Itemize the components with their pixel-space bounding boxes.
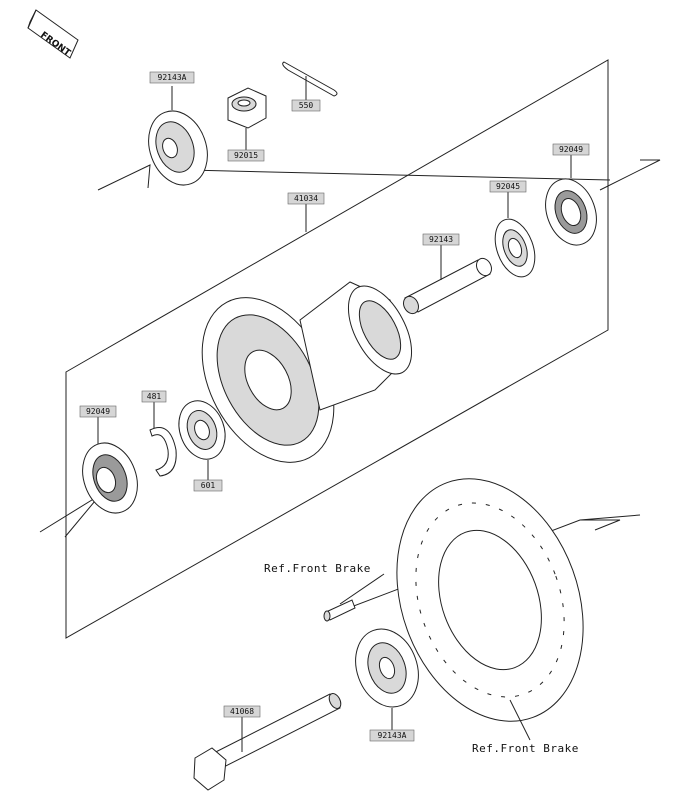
axle-41068 [193,693,342,791]
ref-front-brake-bolt: Ref.Front Brake [264,562,385,605]
svg-text:481: 481 [147,392,162,401]
svg-text:601: 601 [201,481,216,490]
label-481: 481 [141,390,167,428]
svg-text:92045: 92045 [496,182,520,191]
svg-text:92143: 92143 [429,235,453,244]
label-550: 550 [291,76,321,112]
cotter-pin-550 [282,61,338,97]
collar-92143 [403,257,492,315]
label-92049-right: 92049 [552,143,590,178]
svg-text:92049: 92049 [86,407,110,416]
label-92143a-bottom: 92143A [369,708,415,742]
hub-41034 [201,281,413,463]
ref-front-brake-disc: Ref.Front Brake [472,699,579,755]
label-41068: 41068 [223,705,261,752]
brake-disc [396,478,584,722]
assembly-frame [65,59,609,639]
oil-seal-92049-left [82,442,138,514]
label-92143: 92143 [422,233,460,280]
svg-text:Ref.Front Brake: Ref.Front Brake [472,742,579,755]
label-92015: 92015 [227,128,265,162]
svg-text:92143A: 92143A [158,73,187,82]
front-arrow-icon: FRONT [27,9,79,59]
label-41034: 41034 [287,192,325,232]
svg-text:41034: 41034 [294,194,318,203]
label-92049-left: 92049 [79,405,117,444]
nut-92015 [227,87,267,129]
svg-text:550: 550 [299,101,314,110]
circlip-481 [149,427,177,477]
washer-92143a-top [148,110,208,186]
svg-text:92143A: 92143A [378,731,407,740]
bearing-601 [178,400,226,460]
svg-text:41068: 41068 [230,707,254,716]
svg-text:92049: 92049 [559,145,583,154]
svg-text:Ref.Front Brake: Ref.Front Brake [264,562,371,575]
label-601: 601 [193,460,223,492]
svg-text:92015: 92015 [234,151,258,160]
disc-bolt [323,599,356,622]
bearing-92045 [494,218,536,278]
label-92143a-top: 92143A [149,71,195,110]
washer-92143a-bottom [355,628,419,708]
label-92045: 92045 [489,180,527,218]
oil-seal-92049-right [545,178,597,246]
